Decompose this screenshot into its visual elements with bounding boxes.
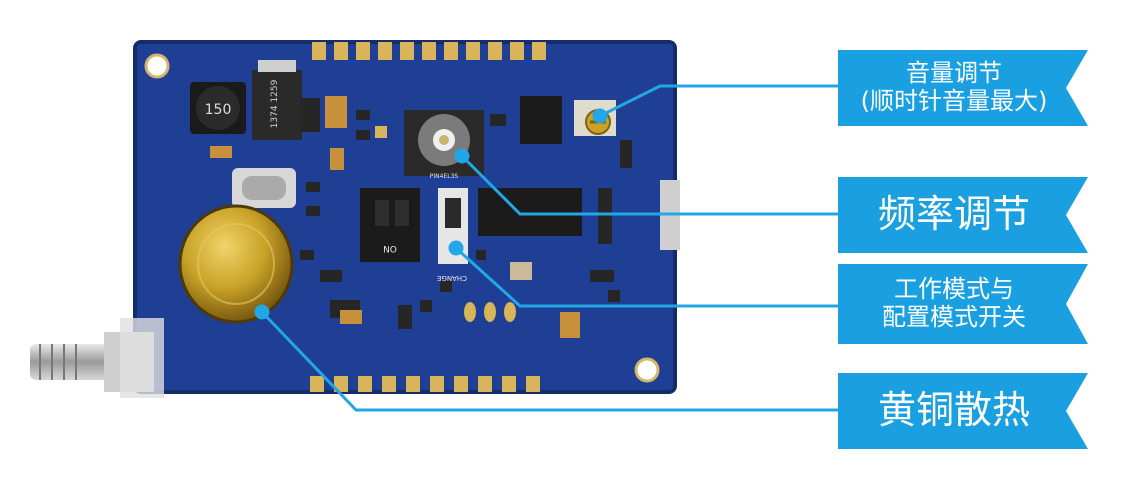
leader-dot-volume: [592, 108, 608, 124]
oval-pads: [464, 302, 516, 322]
leader-line-heatsink: [260, 310, 838, 412]
callout-frequency: 频率调节: [838, 177, 1088, 253]
ic-chip-top-right: [520, 96, 562, 144]
leader-dot-heatsink: [254, 304, 270, 320]
leader-line-mode: [454, 246, 838, 308]
callout-volume-note: (顺时针音量最大): [860, 87, 1048, 115]
callout-mode-line2: 配置模式开关: [882, 303, 1026, 331]
leader-line-volume: [599, 84, 838, 118]
callout-heatsink: 黄铜散热: [838, 373, 1088, 449]
rotary-frequency-switch: PIN4EL3S: [404, 110, 484, 180]
callout-mode-switch: 工作模式与 配置模式开关: [838, 264, 1088, 344]
callout-mode-line1: 工作模式与: [894, 275, 1014, 304]
sma-connector: [30, 318, 164, 398]
svg-text:150: 150: [205, 102, 232, 118]
svg-text:CHANGE: CHANGE: [437, 274, 467, 282]
ic-chip-middle: [478, 188, 582, 236]
mode-slide-switch: CHANGE: [437, 188, 468, 282]
inductor-square: 1374 1259: [252, 60, 302, 140]
leader-line-frequency: [460, 154, 838, 216]
smd-components: [210, 96, 632, 338]
svg-text:1374 1259: 1374 1259: [270, 79, 280, 128]
brass-heatsink: [178, 204, 294, 324]
callout-frequency-title: 频率调节: [877, 192, 1030, 237]
callout-volume-title: 音量调节: [906, 59, 1002, 88]
crystal: [232, 168, 296, 208]
callout-heatsink-title: 黄铜散热: [877, 388, 1030, 433]
mount-hole-bottom-right: [634, 357, 660, 383]
svg-text:ON: ON: [383, 243, 397, 253]
callout-volume: 音量调节 (顺时针音量最大): [838, 50, 1088, 126]
top-header-pads: [312, 42, 546, 60]
leader-dot-frequency: [454, 148, 470, 164]
inductor-round: 150: [190, 82, 246, 134]
svg-text:PIN4EL3S: PIN4EL3S: [430, 173, 459, 180]
mount-hole-top-left: [144, 53, 170, 79]
ic-chip-switch: ON: [360, 188, 420, 262]
bottom-header-pads: [310, 376, 540, 392]
leader-dot-mode: [448, 240, 464, 256]
